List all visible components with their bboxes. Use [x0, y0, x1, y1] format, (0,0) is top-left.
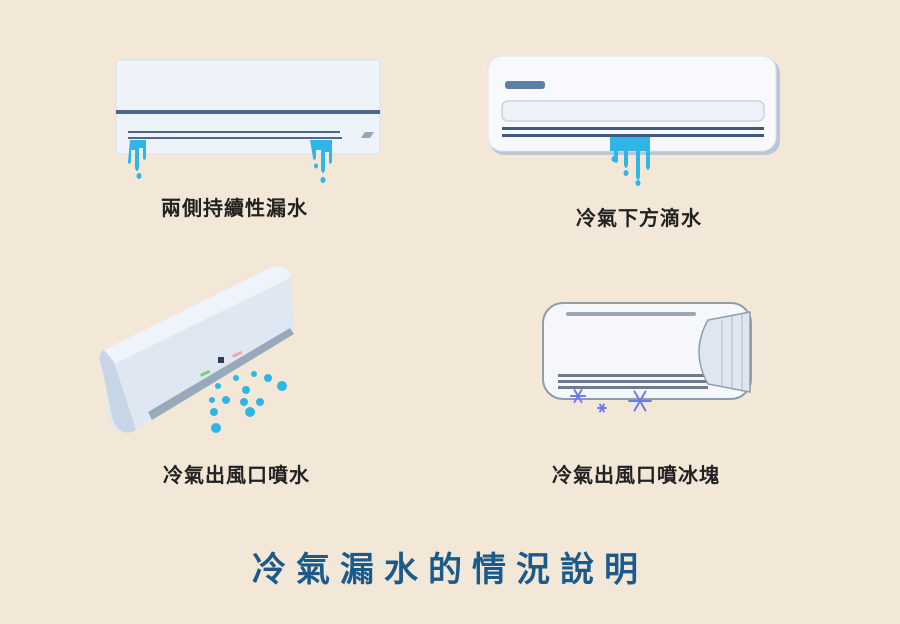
- caption-side-leak: 兩側持續性漏水: [161, 196, 308, 220]
- page-title: 冷氣漏水的情況說明: [252, 550, 648, 590]
- caption-spray-water: 冷氣出風口噴水: [163, 463, 310, 487]
- ac-unit-side-leak-illustration: [115, 59, 381, 183]
- ac-unit-spray-ice-illustration: [542, 302, 752, 413]
- ac-unit-bottom-drip-illustration: [487, 55, 780, 186]
- caption-bottom-drip: 冷氣下方滴水: [576, 206, 702, 230]
- ac-unit-spray-water-illustration: [99, 266, 294, 433]
- caption-spray-ice: 冷氣出風口噴冰塊: [552, 463, 720, 487]
